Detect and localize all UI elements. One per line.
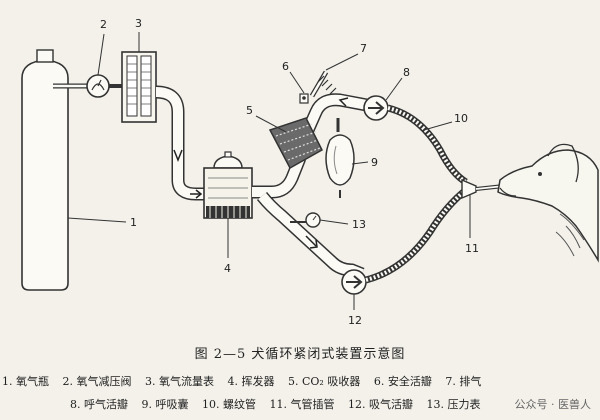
expiratory-valve [363, 95, 389, 121]
legend-item: 12. 吸气活瓣 [348, 398, 413, 411]
oxygen-flowmeter [121, 51, 157, 123]
callout-7: 7 [360, 42, 367, 55]
corrugated-tube-expiratory [387, 104, 468, 186]
dog-head [497, 143, 599, 263]
oxygen-cylinder [21, 49, 69, 291]
callout-1: 1 [130, 216, 137, 229]
callout-9: 9 [371, 156, 378, 169]
legend-item: 3. 氧气流量表 [145, 375, 214, 388]
legend-item: 2. 氧气减压阀 [62, 375, 132, 388]
legend-item: 11. 气管插管 [269, 398, 335, 411]
legend-item: 7. 排气 [445, 375, 482, 388]
callout-2: 2 [100, 18, 107, 31]
corrugated-tube-inspiratory [365, 187, 469, 284]
legend-row-1: 1. 氧气瓶 2. 氧气减压阀 3. 氧气流量表 4. 挥发器 5. CO₂ 吸… [2, 373, 600, 389]
callout-11: 11 [465, 242, 479, 255]
vaporizer [203, 151, 253, 219]
callout-4: 4 [224, 262, 231, 275]
watermark: 公众号 · 医兽人 [511, 396, 594, 412]
callout-labels: 1 2 3 4 5 6 7 8 9 10 11 12 13 [100, 17, 479, 327]
breathing-bag [325, 118, 355, 198]
fresh-gas-tube [155, 85, 210, 201]
callout-12: 12 [348, 314, 362, 327]
legend-item: 6. 安全活瓣 [373, 375, 432, 388]
oxygen-regulator [86, 74, 110, 98]
leader-lines [67, 32, 471, 310]
callout-13: 13 [352, 218, 366, 231]
circuit-tubing [252, 93, 374, 281]
legend-item: 5. CO₂ 吸收器 [288, 375, 361, 388]
legend-item: 4. 挥发器 [227, 375, 275, 388]
safety-valve [299, 93, 309, 104]
pressure-gauge [290, 212, 321, 228]
callout-5: 5 [246, 104, 253, 117]
legend-item: 13. 压力表 [426, 398, 481, 411]
exhaust-outlet [309, 70, 337, 98]
callout-6: 6 [282, 60, 289, 73]
legend-row-2: 8. 呼气活瓣 9. 呼吸囊 10. 螺纹管 11. 气管插管 12. 吸气活瓣… [70, 396, 600, 412]
legend-item: 10. 螺纹管 [202, 398, 256, 411]
legend-item: 9. 呼吸囊 [141, 398, 189, 411]
inspiratory-valve [341, 269, 367, 295]
legend-item: 8. 呼气活瓣 [70, 398, 128, 411]
endotracheal-tube [461, 178, 505, 200]
figure-caption: 图 2—5 犬循环紧闭式装置示意图 [194, 347, 406, 362]
legend-item: 1. 氧气瓶 [2, 375, 49, 388]
callout-8: 8 [403, 66, 410, 79]
callout-10: 10 [454, 112, 468, 125]
callout-3: 3 [135, 17, 142, 30]
